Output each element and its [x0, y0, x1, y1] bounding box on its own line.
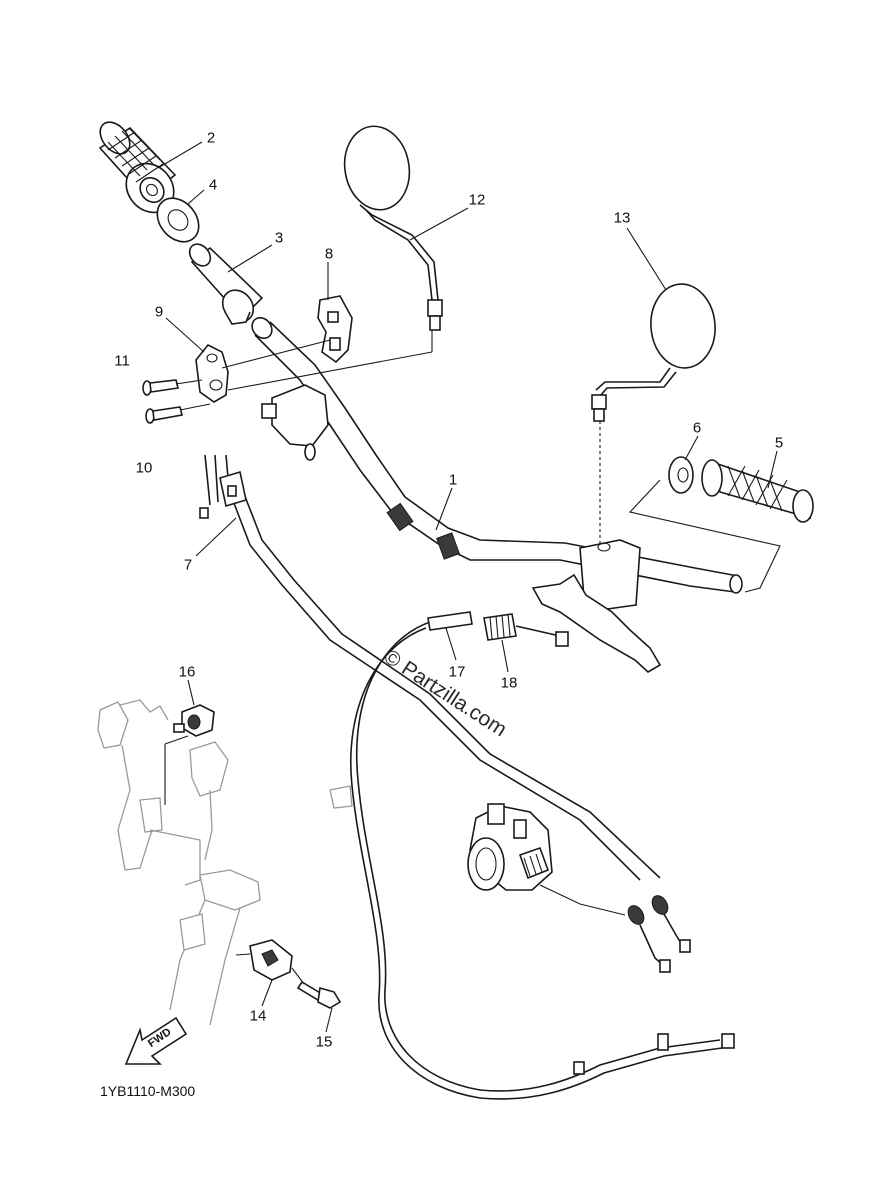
- callout-8[interactable]: 8: [324, 245, 334, 263]
- part-16-cable-guide[interactable]: [164, 704, 215, 805]
- part-12-left-mirror[interactable]: [338, 121, 443, 331]
- part-6-grip-washer[interactable]: [668, 456, 694, 494]
- frame-ghost: [97, 699, 353, 1026]
- callout-7[interactable]: 7: [183, 556, 193, 574]
- callout-5[interactable]: 5: [774, 434, 784, 452]
- part-8-switch-housing[interactable]: [317, 295, 353, 364]
- callout-16[interactable]: 16: [178, 663, 196, 681]
- throttle-body[interactable]: [467, 803, 626, 916]
- callout-leaders: [157, 141, 778, 1033]
- part-11-screw[interactable]: [142, 379, 179, 396]
- part-13-right-mirror[interactable]: [591, 281, 719, 545]
- part-15-bolt[interactable]: [291, 967, 342, 1009]
- part-5-right-grip[interactable]: [701, 459, 814, 523]
- callout-17[interactable]: 17: [448, 663, 466, 681]
- callout-3[interactable]: 3: [274, 229, 284, 247]
- part-10-screw[interactable]: [145, 406, 183, 424]
- callout-4[interactable]: 4: [208, 176, 218, 194]
- part-17-starter-cable[interactable]: [350, 611, 735, 1100]
- callout-2[interactable]: 2: [206, 129, 216, 147]
- callout-1[interactable]: 1: [448, 471, 458, 489]
- assembly-leaders: [175, 330, 433, 411]
- callout-6[interactable]: 6: [692, 419, 702, 437]
- part-3-throttle-tube[interactable]: [185, 240, 264, 328]
- callout-18[interactable]: 18: [500, 674, 518, 692]
- part-9-lever-holder[interactable]: [195, 343, 229, 403]
- callout-9[interactable]: 9: [154, 303, 164, 321]
- callout-14[interactable]: 14: [249, 1007, 267, 1025]
- part-18-cable-adjuster[interactable]: [483, 613, 569, 647]
- fwd-arrow-icon: [124, 1016, 188, 1065]
- part-14-cable-clamp[interactable]: [235, 939, 293, 981]
- callout-15[interactable]: 15: [315, 1033, 333, 1051]
- callout-13[interactable]: 13: [613, 209, 631, 227]
- grip-leader-box: [628, 479, 781, 593]
- callout-11[interactable]: 11: [114, 352, 130, 370]
- part-2-throttle-grip[interactable]: [94, 116, 183, 222]
- part-7-throttle-cables[interactable]: [199, 454, 691, 973]
- drawing-code: 1YB1110-M300: [100, 1083, 196, 1099]
- callout-10[interactable]: 10: [135, 459, 153, 477]
- part-4-washer[interactable]: [149, 190, 207, 250]
- brake-lever-assembly[interactable]: [531, 539, 662, 673]
- callout-12[interactable]: 12: [468, 191, 486, 209]
